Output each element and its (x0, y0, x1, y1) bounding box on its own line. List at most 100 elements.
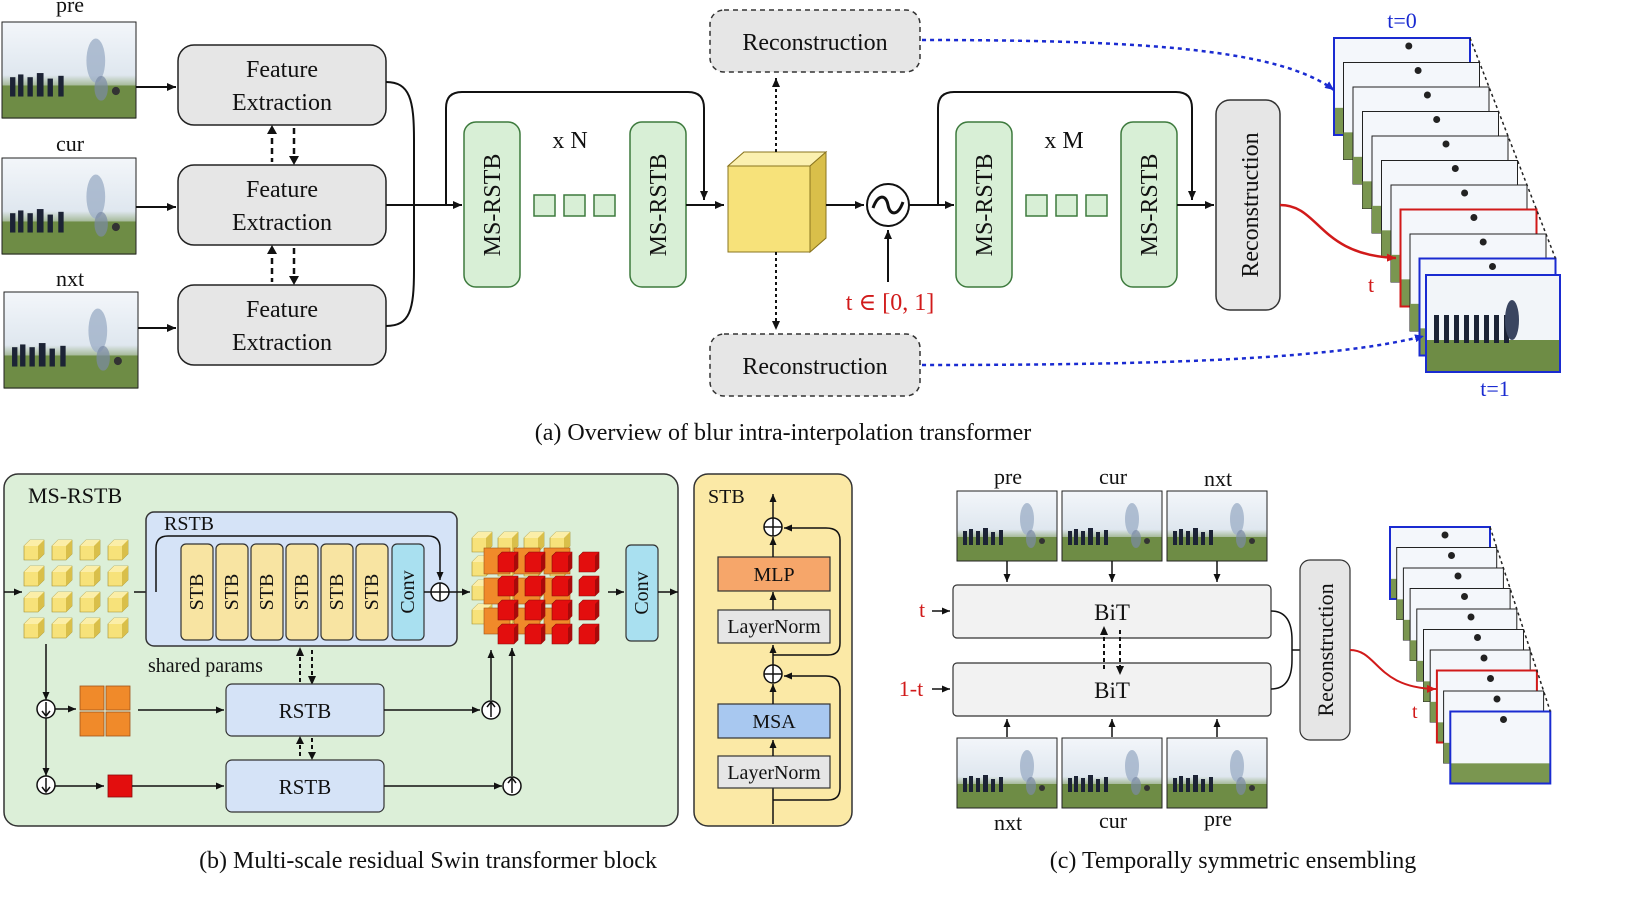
upsample-node-2 (502, 776, 522, 796)
grid-cube-red (551, 551, 573, 573)
grid-cube (23, 565, 45, 587)
ms-rstb-block-2: MS-RSTB (629, 121, 687, 288)
svg-text:MS-RSTB: MS-RSTB (1137, 154, 1163, 257)
grid-cube (79, 617, 101, 639)
svg-text:MLP: MLP (753, 564, 794, 586)
svg-text:LayerNorm: LayerNorm (727, 762, 821, 784)
grid-cube (79, 565, 101, 587)
grid-cube (79, 591, 101, 613)
svg-text:RSTB: RSTB (164, 513, 214, 535)
stb-block-6: STB (355, 543, 389, 641)
output-frame-final (1425, 274, 1561, 373)
rstb-scale-2: RSTB (225, 683, 385, 737)
grid-cube (23, 539, 45, 561)
top-label-1: pre (994, 464, 1022, 489)
grid-cube (23, 591, 45, 613)
t-output-label: t (1368, 272, 1374, 297)
t1-label: t=1 (1480, 376, 1510, 401)
grid-cube-red (551, 623, 573, 645)
feature-cube (726, 150, 828, 254)
panel-c: pre cur nxt BiT BiT t 1-t (899, 464, 1552, 874)
output-feature-grid (471, 531, 600, 645)
feature-extraction-1: Feature Extraction (177, 44, 387, 126)
grid-cube-red (497, 623, 519, 645)
bottom-frame-3 (1167, 738, 1267, 808)
stb-block-1: STB (180, 543, 214, 641)
svg-text:MS-RSTB: MS-RSTB (646, 154, 672, 257)
rstb-scale-3: RSTB (225, 759, 385, 813)
stb-block-4: STB (285, 543, 319, 641)
top-frame-1 (957, 491, 1057, 561)
grid-cube-red (551, 575, 573, 597)
bottom-label-1: nxt (994, 810, 1022, 835)
svg-text:Reconstruction: Reconstruction (742, 30, 887, 56)
svg-text:Reconstruction: Reconstruction (1238, 132, 1264, 277)
frame-label-pre: pre (56, 0, 84, 17)
grid-cube-red (497, 575, 519, 597)
svg-text:STB: STB (291, 574, 313, 611)
add-node-stb-lower (763, 664, 783, 684)
grid-cube-red (497, 599, 519, 621)
frame-nxt-image (4, 292, 138, 389)
output-frame-stack (1333, 37, 1561, 373)
reconstruction-bottom: Reconstruction (709, 333, 921, 397)
svg-text:Feature: Feature (246, 297, 318, 323)
svg-text:MSA: MSA (752, 711, 796, 733)
grid-cube-red (578, 551, 600, 573)
upsample-node-1 (481, 700, 501, 720)
bit-block-top: BiT (952, 584, 1272, 639)
layernorm-bottom: LayerNorm (717, 755, 831, 789)
bit-block-bottom: BiT (952, 662, 1272, 717)
svg-text:MS-RSTB: MS-RSTB (480, 154, 506, 257)
feature-extraction-3: Feature Extraction (177, 284, 387, 366)
repeat-n-label: x N (552, 128, 587, 154)
grid-cube-red (578, 599, 600, 621)
one-minus-t-label: 1-t (899, 676, 923, 701)
ms-rstb-block-3: MS-RSTB (955, 121, 1013, 288)
coarse-scale-cube (107, 774, 133, 798)
stb-title: STB (708, 486, 745, 508)
top-frame-2 (1062, 491, 1162, 561)
shared-params-label: shared params (148, 655, 263, 677)
frame-label-cur: cur (56, 131, 85, 156)
grid-cube-red (497, 551, 519, 573)
svg-text:STB: STB (256, 574, 278, 611)
caption-a: (a) Overview of blur intra-interpolation… (535, 420, 1031, 446)
grid-cube-red (524, 551, 546, 573)
grid-cube (79, 539, 101, 561)
stb-block-5: STB (320, 543, 354, 641)
conv-block-outer: Conv (625, 544, 659, 642)
downsample-node-1 (36, 699, 56, 719)
grid-cube (51, 539, 73, 561)
ellipsis-squares-2 (1025, 194, 1108, 217)
grid-cube (107, 591, 129, 613)
modulation-node (866, 183, 910, 227)
downsample-node-2 (36, 775, 56, 795)
feature-extraction-2: Feature Extraction (177, 164, 387, 246)
grid-cube (51, 617, 73, 639)
add-node-stb-upper (763, 517, 783, 537)
t-range-label: t ∈ [0, 1] (846, 290, 934, 316)
ms-rstb-block-1: MS-RSTB (463, 121, 521, 288)
svg-text:Conv: Conv (631, 571, 653, 614)
panel-stb: STB LayerNorm MSA LayerNorm MLP (693, 473, 853, 827)
svg-text:RSTB: RSTB (279, 699, 332, 723)
top-frame-3 (1167, 491, 1267, 561)
grid-cube (107, 565, 129, 587)
grid-cube-red (524, 575, 546, 597)
add-node-rstb (430, 582, 450, 602)
caption-b: (b) Multi-scale residual Swin transforme… (199, 848, 657, 874)
mlp-block: MLP (717, 556, 831, 592)
frame-pre-image (2, 22, 136, 119)
conv-block-inner: Conv (391, 543, 425, 641)
grid-cube-red (524, 623, 546, 645)
caption-c: (c) Temporally symmetric ensembling (1050, 848, 1416, 874)
svg-text:LayerNorm: LayerNorm (727, 616, 821, 638)
bottom-frame-2 (1062, 738, 1162, 808)
svg-text:RSTB: RSTB (279, 775, 332, 799)
stb-block-3: STB (250, 543, 284, 641)
svg-text:MS-RSTB: MS-RSTB (972, 154, 998, 257)
svg-text:Extraction: Extraction (232, 330, 332, 356)
